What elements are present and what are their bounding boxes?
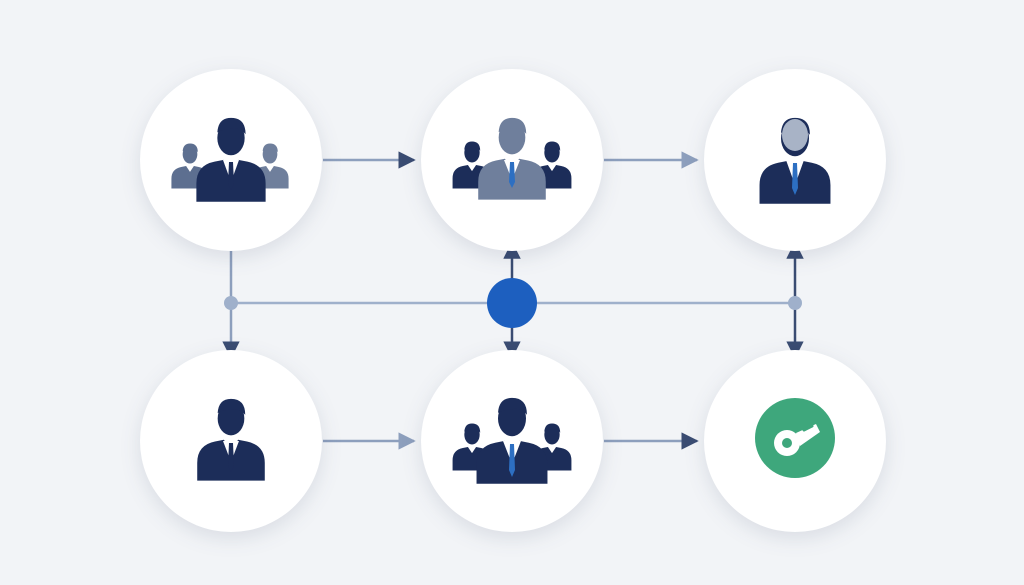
- left-junction-dot: [224, 296, 238, 310]
- hub-dot: [487, 278, 537, 328]
- team-icon: [452, 117, 572, 200]
- team-icon: [171, 117, 289, 202]
- whistle-icon: [755, 398, 835, 478]
- connectors: [222, 151, 804, 450]
- person-icon: [197, 398, 265, 481]
- person-icon: [759, 117, 831, 204]
- right-junction-dot: [788, 296, 802, 310]
- team-icon: [452, 397, 572, 484]
